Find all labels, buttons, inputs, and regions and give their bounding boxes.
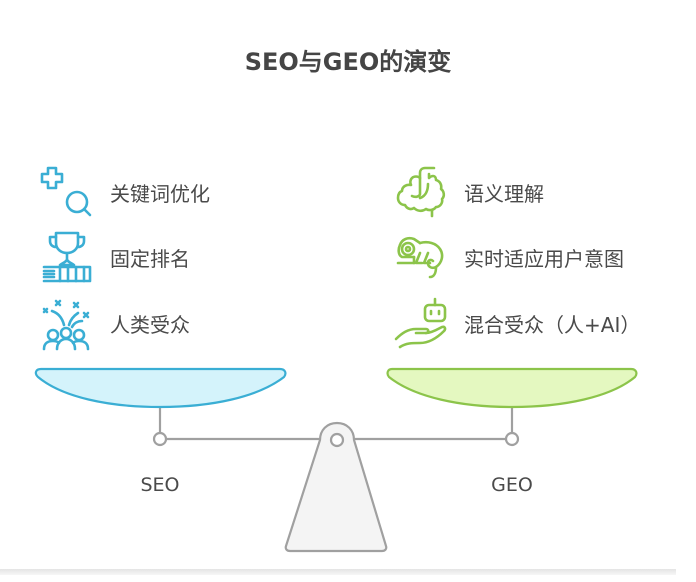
seo-pivot <box>152 431 168 447</box>
feature-label: 固定排名 <box>110 246 190 271</box>
fulcrum <box>284 421 388 553</box>
seo-feature-keyword-optimization: 关键词优化 <box>38 164 210 220</box>
feature-label: 语义理解 <box>464 181 544 206</box>
geo-feature-hybrid-audience: 混合受众（人+AI） <box>392 295 640 351</box>
feature-label: 关键词优化 <box>110 181 210 206</box>
seo-feature-human-audience: 人类受众 <box>38 295 190 351</box>
geo-pivot <box>504 431 520 447</box>
feature-label: 人类受众 <box>110 312 190 337</box>
seo-pan <box>34 367 287 409</box>
plus-magnifier-icon <box>38 164 94 220</box>
chameleon-icon <box>392 229 448 285</box>
feature-label: 实时适应用户意图 <box>464 246 624 271</box>
geo-label: GEO <box>491 474 533 496</box>
seo-feature-fixed-ranking: 固定排名 <box>38 229 190 285</box>
brain-icon <box>392 164 448 220</box>
fulcrum-pivot <box>329 432 345 448</box>
diagram-title: SEO与GEO的演变 <box>244 48 452 76</box>
geo-pan <box>386 367 638 409</box>
geo-feature-realtime-intent-adaptation: 实时适应用户意图 <box>392 229 624 285</box>
trophy-on-books-icon <box>38 229 94 285</box>
feature-label: 混合受众（人+AI） <box>464 312 641 337</box>
geo-feature-semantic-understanding: 语义理解 <box>392 164 544 220</box>
people-celebration-icon <box>38 295 94 351</box>
seo-label: SEO <box>140 474 180 496</box>
robot-in-hand-icon <box>392 295 448 351</box>
bottom-divider <box>0 569 676 575</box>
